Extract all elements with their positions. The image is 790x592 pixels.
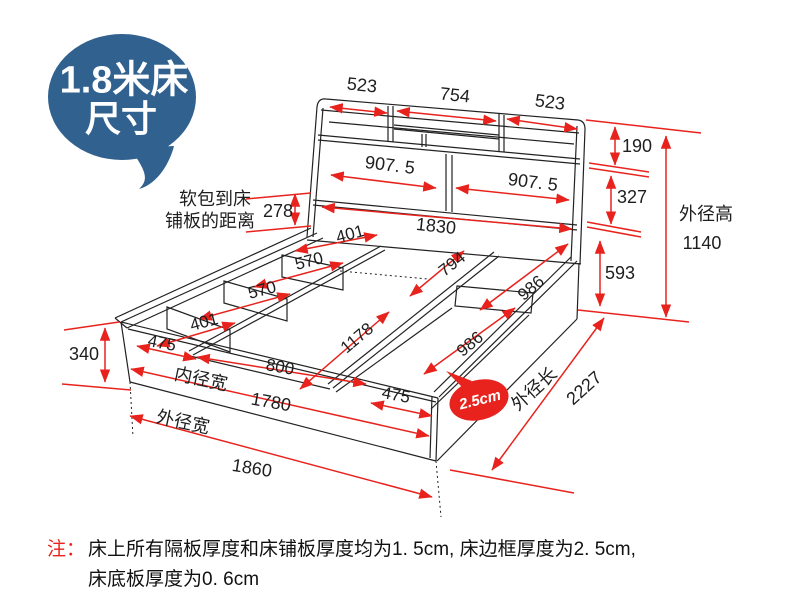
bubble-title: 1.8米床 [59,59,189,102]
dim-height-bottom: 593 [604,263,636,283]
dim-front-row-3: 475 [380,382,412,408]
note-line2: 床底板厚度为0. 6cm [88,569,260,590]
dim-height-mid: 327 [616,187,648,207]
bubble-subtitle: 尺寸 [84,98,158,139]
dim-height-top: 190 [621,136,653,156]
dim-side-height: 340 [68,344,100,364]
speech-bubble [48,34,196,189]
dim-headboard-top-left: 523 [346,73,378,97]
note-prefix: 注： [47,539,86,560]
dim-outer-height: 1140 [682,233,722,253]
label-outer-height: 外径高 [679,204,733,224]
dim-headboard-width: 1830 [415,213,457,239]
label-softpack-line2: 铺板的距离 [165,211,255,231]
dim-headboard-top-right: 523 [533,90,567,114]
dim-headboard-top-mid: 754 [439,83,471,107]
dim-softpack-distance: 278 [262,201,294,221]
dim-front-row-2: 800 [264,355,296,379]
label-softpack-line1: 软包到床 [179,189,251,209]
dimension-arrows [61,103,702,499]
dim-front-row-1: 475 [146,330,178,356]
note-line1: 床上所有隔板厚度和床铺板厚度均为1. 5cm, 床边框厚度为2. 5cm, [88,539,636,560]
thickness-balloon [446,371,509,421]
